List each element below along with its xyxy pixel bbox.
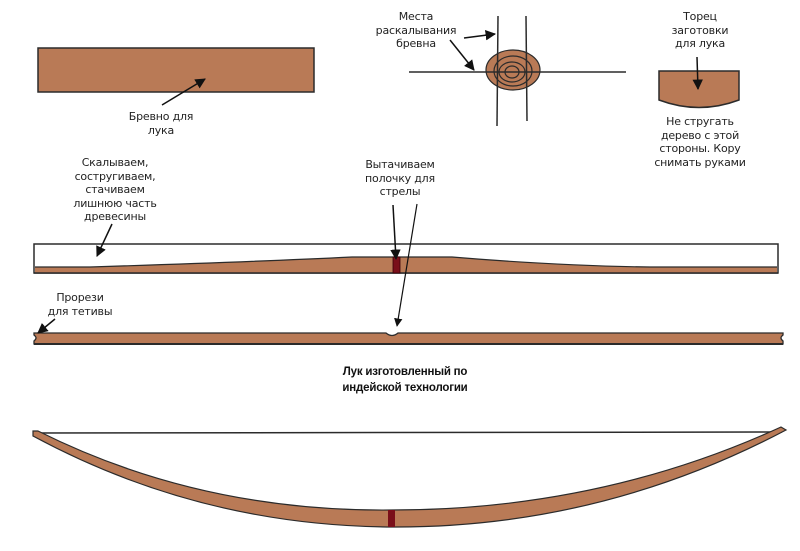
label-remove-wood: Скалываем, состругиваем, стачиваем лишню… <box>73 156 157 223</box>
notched-stave <box>33 332 784 345</box>
label-split-places: Места раскалывания бревна <box>375 10 457 50</box>
arrow-shelf-arrow <box>390 204 401 261</box>
blank-end-arrow <box>692 56 703 91</box>
notch-arrow <box>37 318 56 334</box>
arrow-shelf-mark <box>392 256 401 274</box>
label-arrow-shelf: Вытачиваем полочку для стрелы <box>365 158 435 198</box>
grip-mark <box>388 510 395 527</box>
remove-wood-arrow <box>96 223 113 257</box>
log-arrow <box>161 78 206 106</box>
finished-bow <box>32 426 788 528</box>
label-string-notches: Прорези для тетивы <box>47 291 113 318</box>
split-arrow-1 <box>463 30 497 41</box>
log-cross-section <box>409 15 626 127</box>
label-dont-plane: Не стругать дерево с этой стороны. Кору … <box>654 115 746 169</box>
split-arrow-2 <box>449 39 475 71</box>
label-log: Бревно для лука <box>128 110 194 137</box>
log-shape <box>37 47 315 93</box>
label-blank-end: Торец заготовки для лука <box>671 10 729 50</box>
bowstring <box>35 431 783 434</box>
diagram-title: Лук изготовленный по индейской технологи… <box>342 366 468 394</box>
blank-end-shape <box>658 70 740 109</box>
arrow-shelf-long-line <box>394 203 418 327</box>
